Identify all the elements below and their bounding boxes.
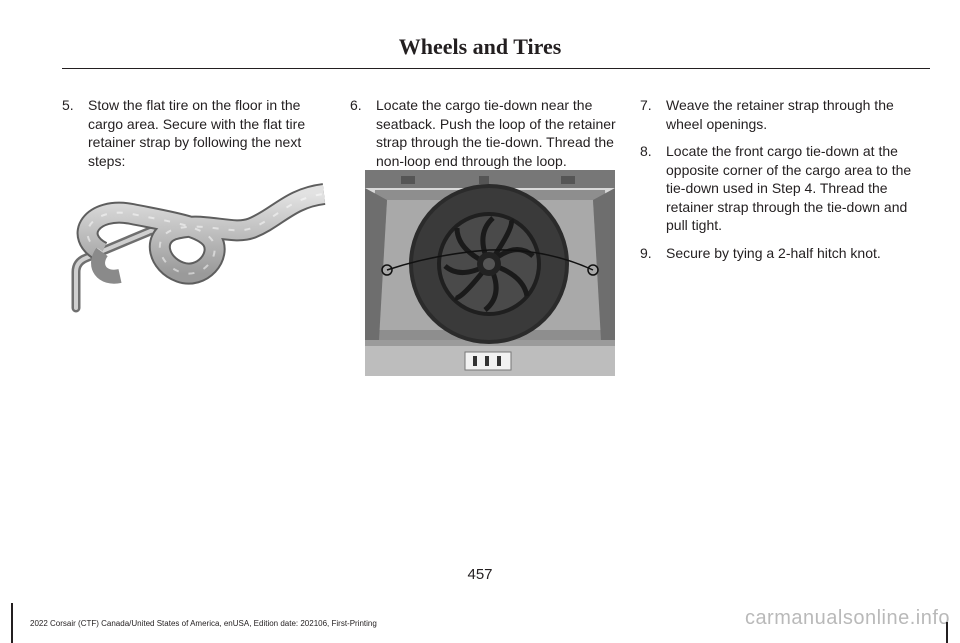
step-text: Weave the retainer strap through the whe…	[666, 97, 894, 132]
crop-mark-left	[11, 603, 13, 643]
strap-knot-illustration	[62, 176, 330, 326]
edition-footer: 2022 Corsair (CTF) Canada/United States …	[30, 619, 377, 628]
step-number: 5.	[62, 97, 74, 113]
watermark: carmanualsonline.info	[744, 607, 950, 629]
page-title: Wheels and Tires	[398, 34, 562, 59]
step-text: Stow the flat tire on the floor in the c…	[88, 97, 306, 169]
step-8: 8. Locate the front cargo tie-down at th…	[640, 142, 930, 235]
step-9: 9. Secure by tying a 2-half hitch knot.	[640, 244, 930, 263]
step-7: 7. Weave the retainer strap through the …	[640, 96, 930, 133]
column-1: 5. Stow the flat tire on the floor in th…	[62, 96, 338, 179]
step-text: Locate the front cargo tie-down at the o…	[666, 143, 912, 233]
page-number: 457	[467, 566, 493, 583]
step-text: Locate the cargo tie-down near the seatb…	[376, 97, 616, 169]
step-number: 6.	[350, 97, 362, 113]
cargo-area-spare-tire-illustration	[365, 170, 615, 376]
crop-mark-right	[946, 622, 948, 643]
step-number: 9.	[640, 244, 652, 261]
step-5: 5. Stow the flat tire on the floor in th…	[62, 96, 338, 170]
step-number: 7.	[640, 97, 652, 113]
header-divider	[62, 68, 930, 69]
column-3: 7. Weave the retainer strap through the …	[640, 96, 930, 271]
step-6: 6. Locate the cargo tie-down near the se…	[350, 96, 630, 170]
step-number: 8.	[640, 143, 652, 159]
step-text: Secure by tying a 2-half hitch knot.	[666, 244, 881, 261]
column-2: 6. Locate the cargo tie-down near the se…	[350, 96, 630, 179]
